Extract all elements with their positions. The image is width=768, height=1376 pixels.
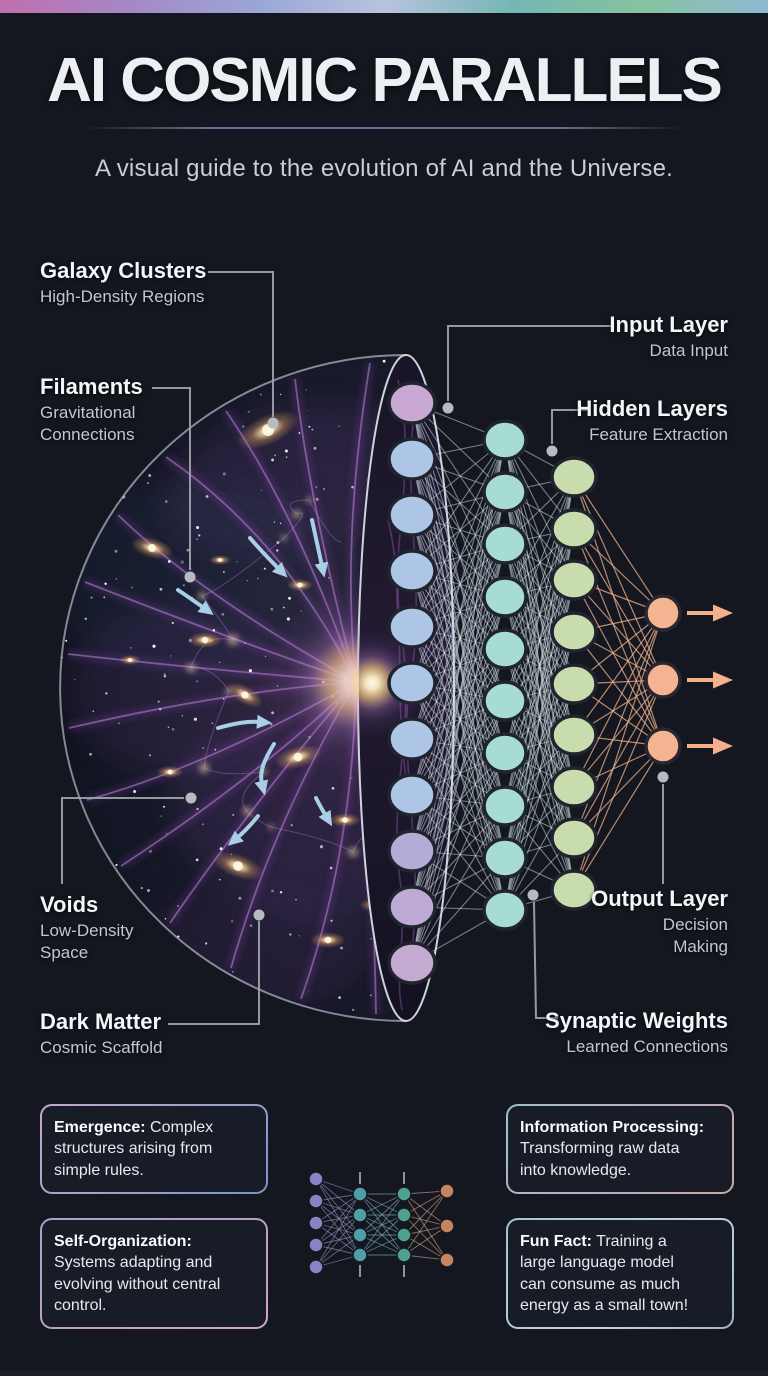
connector-filaments (152, 387, 196, 583)
label-title: Input Layer (609, 312, 728, 337)
label-dark-matter: Dark Matter Cosmic Scaffold (40, 1009, 163, 1059)
info-box-body: Training a large language model can cons… (520, 1233, 689, 1314)
label-title: Hidden Layers (576, 396, 728, 421)
label-subtitle: High-Density Regions (40, 287, 205, 307)
connector-synaptic-weights (527, 889, 558, 1019)
label-galaxy-clusters: Galaxy Clusters High-Density Regions (40, 258, 207, 308)
label-subtitle: Decision Making (662, 915, 728, 956)
page-title: AI COSMIC PARALLELS (47, 46, 723, 115)
info-box-label: Emergence: (54, 1119, 146, 1136)
label-title: Output Layer (591, 886, 728, 911)
neural-network (387, 381, 682, 985)
info-box-emergence: Emergence: Complex structures arising fr… (40, 1104, 268, 1194)
info-box-text: Emergence: Complex structures arising fr… (54, 1117, 254, 1181)
mini-network-diagram (308, 1171, 455, 1275)
info-box-self-organization: Self-Organization: Systems adapting and … (40, 1218, 268, 1330)
info-box-label: Information Processing: (520, 1119, 705, 1136)
output-arrows (687, 604, 733, 755)
label-subtitle: Low-Density Space (40, 921, 134, 962)
connector-voids (61, 792, 197, 884)
label-input-layer: Input Layer Data Input (609, 312, 728, 362)
connector-galaxy-clusters (208, 271, 279, 429)
label-title: Voids (40, 892, 99, 917)
info-box-label: Fun Fact: (520, 1233, 592, 1250)
info-box-text: Information Processing: Transforming raw… (520, 1117, 720, 1181)
label-filaments: Filaments Gravitational Connections (40, 374, 143, 446)
page-subtitle: A visual guide to the evolution of AI an… (94, 155, 674, 182)
info-box-body: Complex structures arising from simple r… (54, 1119, 214, 1179)
hemisphere-rim (59, 354, 407, 1022)
label-title: Galaxy Clusters (40, 258, 207, 283)
label-subtitle: Gravitational Connections (40, 403, 136, 444)
info-box-body: Transforming raw data into knowledge. (520, 1140, 680, 1179)
label-voids: Voids Low-Density Space (40, 892, 134, 964)
label-title: Dark Matter (40, 1009, 162, 1034)
top-accent-bar (0, 0, 768, 13)
label-title: Synaptic Weights (545, 1008, 728, 1033)
info-box-text: Fun Fact: Training a large language mode… (520, 1231, 720, 1316)
connector-input-layer (442, 325, 612, 414)
connector-output-layer (657, 771, 669, 884)
label-subtitle: Data Input (649, 341, 728, 361)
label-hidden-layers: Hidden Layers Feature Extraction (576, 396, 728, 446)
info-box-fun-fact: Fun Fact: Training a large language mode… (506, 1218, 734, 1330)
label-title: Filaments (40, 374, 143, 399)
info-box-information-processing: Information Processing: Transforming raw… (506, 1104, 734, 1194)
label-subtitle: Learned Connections (566, 1037, 728, 1057)
title-divider (84, 127, 684, 129)
connector-dark-matter (168, 909, 265, 1025)
label-subtitle: Cosmic Scaffold (40, 1038, 163, 1058)
mini-network-ticks (359, 1172, 405, 1277)
label-connectors (61, 271, 669, 1025)
label-subtitle: Feature Extraction (589, 425, 728, 445)
info-box-label: Self-Organization: (54, 1233, 192, 1250)
info-box-body: Systems adapting and evolving without ce… (54, 1254, 221, 1314)
label-output-layer: Output Layer Decision Making (591, 886, 728, 958)
info-box-text: Self-Organization: Systems adapting and … (54, 1231, 254, 1316)
bottom-bar (0, 1370, 768, 1376)
connector-hidden-layers (546, 409, 588, 457)
core-glow-bleed (317, 628, 427, 738)
gravity-flow-arrows (176, 518, 333, 846)
label-synaptic-weights: Synaptic Weights Learned Connections (545, 1008, 728, 1058)
